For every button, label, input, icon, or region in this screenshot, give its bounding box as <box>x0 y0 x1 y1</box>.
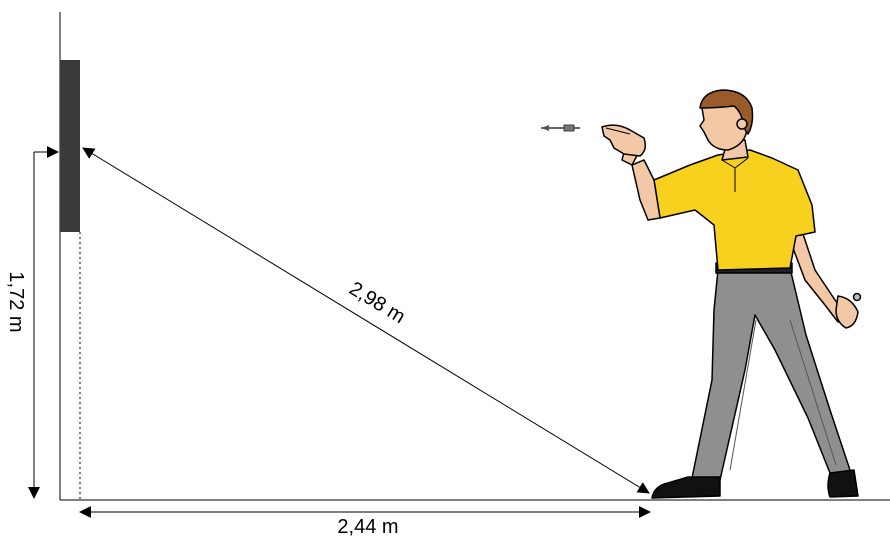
height-label: 1,72 m <box>5 271 27 332</box>
player-hair <box>699 89 754 135</box>
player-pants <box>691 267 851 481</box>
player-shoe-left <box>651 476 721 499</box>
player-shoe-right <box>827 469 859 498</box>
player-hand-left <box>601 124 647 157</box>
diagonal-dimension-line <box>82 147 650 494</box>
player-hand-right <box>835 295 859 329</box>
dart-icon <box>541 124 580 132</box>
dartboard <box>60 60 80 232</box>
floor-distance-label: 2,44 m <box>337 516 398 536</box>
dart-player-figure <box>601 89 862 499</box>
player-lower-arm-right <box>789 224 849 323</box>
held-dart-icon <box>852 292 862 302</box>
player-upper-arm-left <box>631 159 661 221</box>
diagonal-label: 2,98 m <box>345 278 409 329</box>
